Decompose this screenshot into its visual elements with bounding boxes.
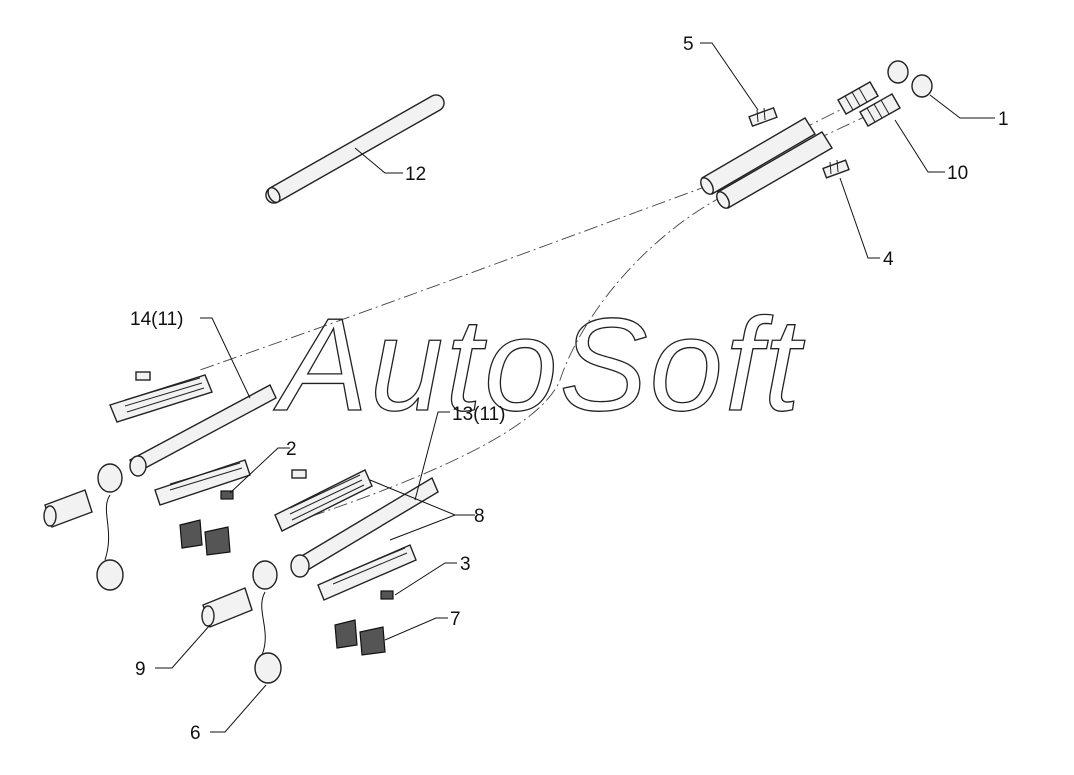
callout-2: 2 [286, 439, 297, 460]
clip-4 [822, 159, 850, 179]
leader-lines [155, 42, 995, 733]
clip-5 [748, 106, 778, 128]
coupling-right [201, 560, 282, 684]
hose-upper-right [700, 117, 833, 209]
nut-1 [887, 60, 933, 98]
callout-8: 8 [474, 506, 485, 527]
hose-assembly-14 [109, 371, 277, 556]
centerline-upper [199, 184, 711, 371]
callout-5: 5 [683, 34, 694, 55]
fitting-10 [837, 81, 901, 127]
callouts: 1 2 3 4 5 6 7 8 9 10 12 13(11) 14(11) [130, 34, 1009, 744]
callout-13: 13(11) [452, 404, 506, 425]
coupling-left [43, 463, 124, 591]
callout-6: 6 [190, 723, 201, 744]
callout-1: 1 [998, 109, 1009, 130]
callout-10: 10 [947, 163, 968, 184]
tube-12 [265, 94, 445, 204]
callout-12: 12 [405, 164, 426, 185]
callout-7: 7 [450, 609, 461, 630]
centerline-fittings-bottom [814, 104, 891, 141]
hose-assembly-13 [274, 469, 439, 656]
callout-14: 14(11) [130, 309, 184, 330]
centerline-lower [299, 194, 726, 521]
callout-4: 4 [883, 249, 894, 270]
callout-3: 3 [460, 554, 471, 575]
watermark: AutoSoft [273, 291, 806, 438]
callout-9: 9 [135, 659, 146, 680]
